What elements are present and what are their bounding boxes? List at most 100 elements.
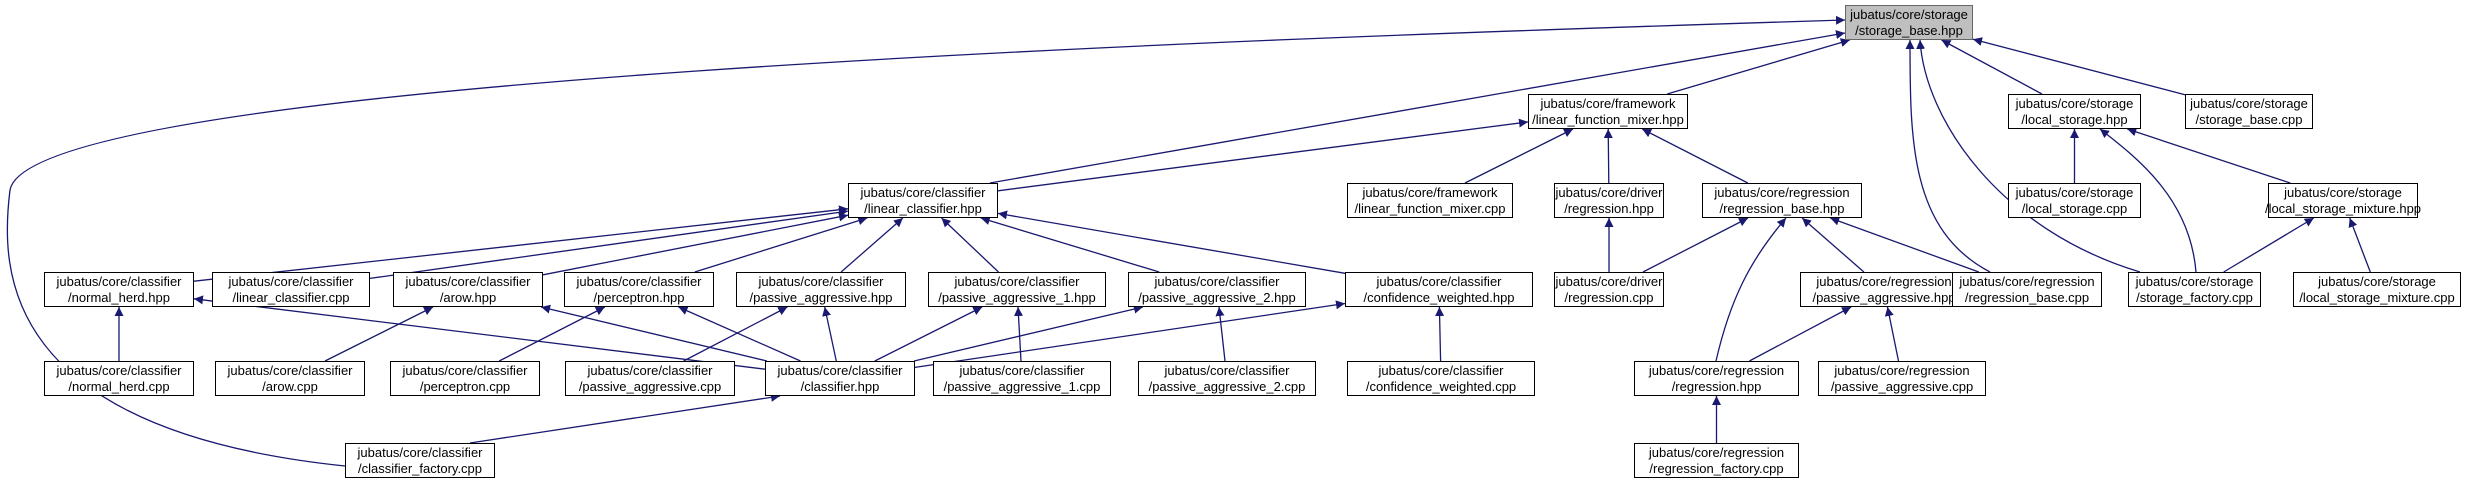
node-perceptron-hpp[interactable]: jubatus/core/classifier/perceptron.hpp — [564, 272, 714, 307]
node-path-line: jubatus/core/classifier — [587, 362, 713, 378]
node-confidence-weighted-cpp[interactable]: jubatus/core/classifier/confidence_weigh… — [1347, 361, 1535, 396]
node-file-line: /passive_aggressive.hpp — [749, 289, 893, 305]
node-path-line: jubatus/core/classifier — [405, 273, 531, 289]
node-regression-base-hpp[interactable]: jubatus/core/regression/regression_base.… — [1702, 183, 1862, 218]
edge-arow_cpp-to-arow_hpp — [324, 306, 434, 362]
node-driver-regression-cpp[interactable]: jubatus/core/driver/regression.cpp — [1554, 272, 1664, 307]
node-linear-classifier-cpp[interactable]: jubatus/core/classifier/linear_classifie… — [212, 272, 370, 307]
node-regression-hpp[interactable]: jubatus/core/regression/regression.hpp — [1634, 361, 1799, 396]
node-local-storage-mixture-hpp[interactable]: jubatus/core/storage/local_storage_mixtu… — [2264, 183, 2422, 218]
node-file-line: /local_storage.hpp — [2021, 111, 2128, 127]
edge-linear_classifier_hpp-to-storage_base_hpp — [989, 30, 1846, 184]
node-file-line: /perceptron.cpp — [419, 378, 511, 394]
node-file-line: /regression_factory.cpp — [1649, 460, 1784, 476]
node-arow-cpp[interactable]: jubatus/core/classifier/arow.cpp — [215, 361, 365, 396]
node-path-line: jubatus/core/classifier — [1154, 273, 1280, 289]
edge-storage_base_cpp-to-storage_base_hpp — [1972, 37, 2186, 96]
node-file-line: /arow.hpp — [439, 289, 497, 305]
edge-arow_hpp-to-linear_classifier_hpp — [542, 212, 849, 276]
node-file-line: /classifier_factory.cpp — [357, 460, 483, 476]
node-file-line: /local_storage.cpp — [2021, 200, 2128, 216]
node-file-line: /linear_classifier.cpp — [232, 289, 350, 305]
node-file-line: /linear_classifier.hpp — [864, 200, 982, 216]
edge-cl_passive_aggressive_cpp-to-cl_passive_aggressive_hpp — [683, 306, 788, 362]
node-passive-aggressive-2-hpp[interactable]: jubatus/core/classifier/passive_aggressi… — [1128, 272, 1306, 307]
node-file-line: /regression.hpp — [1671, 378, 1762, 394]
edge-linear_classifier_cpp-to-linear_classifier_hpp — [369, 207, 849, 280]
node-cl-passive-aggressive-hpp[interactable]: jubatus/core/classifier/passive_aggressi… — [736, 272, 906, 307]
node-path-line: jubatus/core/classifier — [1164, 362, 1290, 378]
edge-classifier_hpp-to-perceptron_hpp — [678, 306, 801, 362]
node-path-line: jubatus/core/classifier — [777, 362, 903, 378]
node-path-line: jubatus/core/classifier — [576, 273, 702, 289]
node-file-line: /passive_aggressive_2.cpp — [1148, 378, 1306, 394]
edge-classifier_hpp-to-cl_passive_aggressive_hpp — [822, 306, 837, 362]
node-rg-passive-aggressive-hpp[interactable]: jubatus/core/regression/passive_aggressi… — [1800, 272, 1968, 307]
node-arow-hpp[interactable]: jubatus/core/classifier/arow.hpp — [393, 272, 543, 307]
node-storage-factory-cpp[interactable]: jubatus/core/storage/storage_factory.cpp — [2128, 272, 2261, 307]
node-path-line: jubatus/core/storage — [2135, 273, 2254, 289]
node-path-line: jubatus/core/classifier — [1378, 362, 1504, 378]
node-storage-base-cpp[interactable]: jubatus/core/storage/storage_base.cpp — [2185, 94, 2313, 129]
node-path-line: jubatus/core/classifier — [860, 184, 986, 200]
node-file-line: /local_storage_mixture.cpp — [2299, 289, 2455, 305]
edge-rg_passive_aggressive_cpp-to-rg_passive_aggressive_hpp — [1884, 306, 1900, 362]
edge-classifier_hpp-to-passive_aggressive_2_hpp — [913, 304, 1144, 362]
node-file-line: /passive_aggressive.cpp — [578, 378, 722, 394]
node-regression-base-cpp[interactable]: jubatus/core/regression/regression_base.… — [1952, 272, 2102, 307]
edge-rg_passive_aggressive_hpp-to-regression_base_hpp — [1801, 217, 1865, 273]
node-passive-aggressive-1-hpp[interactable]: jubatus/core/classifier/passive_aggressi… — [928, 272, 1106, 307]
node-path-line: jubatus/core/storage — [2284, 184, 2402, 200]
edge-confidence_weighted_cpp-to-confidence_weighted_hpp — [1435, 306, 1445, 362]
edge-regression_base_cpp-to-storage_base_hpp — [1905, 39, 1991, 273]
edge-linear_classifier_hpp-to-fw_linear_function_mixer_hpp — [997, 118, 1529, 192]
node-linear-classifier-hpp[interactable]: jubatus/core/classifier/linear_classifie… — [848, 183, 998, 218]
node-classifier-factory-cpp[interactable]: jubatus/core/classifier/classifier_facto… — [345, 443, 495, 478]
edge-storage_factory_cpp-to-local_storage_mixture_hpp — [2223, 217, 2315, 273]
node-fw-linear-function-mixer-hpp[interactable]: jubatus/core/framework/linear_function_m… — [1528, 94, 1688, 129]
node-path-line: jubatus/core/classifier — [954, 273, 1080, 289]
node-classifier-hpp[interactable]: jubatus/core/classifier/classifier.hpp — [765, 361, 915, 396]
edge-passive_aggressive_1_cpp-to-passive_aggressive_1_hpp — [1014, 306, 1023, 362]
node-local-storage-cpp[interactable]: jubatus/core/storage/local_storage.cpp — [2008, 183, 2141, 218]
edge-local_storage_mixture_cpp-to-local_storage_mixture_hpp — [2348, 217, 2371, 273]
node-file-line: /passive_aggressive.cpp — [1830, 378, 1974, 394]
node-path-line: jubatus/core/regression — [1959, 273, 2095, 289]
node-file-line: /passive_aggressive_1.cpp — [943, 378, 1101, 394]
node-passive-aggressive-1-cpp[interactable]: jubatus/core/classifier/passive_aggressi… — [933, 361, 1111, 396]
edge-classifier_hpp-to-confidence_weighted_hpp — [914, 300, 1346, 369]
node-file-line: /storage_base.hpp — [1855, 22, 1963, 38]
edge-local_storage_hpp-to-storage_base_hpp — [1941, 39, 2043, 95]
node-file-line: /confidence_weighted.cpp — [1365, 378, 1517, 394]
node-passive-aggressive-2-cpp[interactable]: jubatus/core/classifier/passive_aggressi… — [1138, 361, 1316, 396]
edge-confidence_weighted_hpp-to-linear_classifier_hpp — [997, 210, 1346, 274]
node-file-line: /regression.hpp — [1564, 200, 1654, 216]
node-path-line: jubatus/core/driver — [1555, 184, 1663, 200]
node-file-line: /local_storage_mixture.hpp — [2264, 200, 2422, 216]
edge-classifier_hpp-to-normal_herd_hpp — [193, 295, 766, 370]
edge-classifier_factory_cpp-to-storage_base_hpp — [6, 15, 1846, 467]
edge-storage_factory_cpp-to-storage_base_hpp — [1916, 39, 2141, 273]
node-rg-passive-aggressive-cpp[interactable]: jubatus/core/regression/passive_aggressi… — [1818, 361, 1986, 396]
node-regression-factory-cpp[interactable]: jubatus/core/regression/regression_facto… — [1634, 443, 1799, 478]
node-local-storage-hpp[interactable]: jubatus/core/storage/local_storage.hpp — [2008, 94, 2141, 129]
node-file-line: /normal_herd.cpp — [68, 378, 170, 394]
node-path-line: jubatus/core/classifier — [228, 273, 354, 289]
node-normal-herd-cpp[interactable]: jubatus/core/classifier/normal_herd.cpp — [44, 361, 194, 396]
node-confidence-weighted-hpp[interactable]: jubatus/core/classifier/confidence_weigh… — [1345, 272, 1533, 307]
node-perceptron-cpp[interactable]: jubatus/core/classifier/perceptron.cpp — [390, 361, 540, 396]
node-local-storage-mixture-cpp[interactable]: jubatus/core/storage/local_storage_mixtu… — [2293, 272, 2461, 307]
node-fw-linear-function-mixer-cpp[interactable]: jubatus/core/framework/linear_function_m… — [1347, 183, 1513, 218]
node-path-line: jubatus/core/regression — [1834, 362, 1970, 378]
node-path-line: jubatus/core/framework — [1362, 184, 1498, 200]
edge-fw_linear_function_mixer_hpp-to-storage_base_hpp — [1667, 38, 1850, 95]
node-normal-herd-hpp[interactable]: jubatus/core/classifier/normal_herd.hpp — [44, 272, 194, 307]
node-driver-regression-hpp[interactable]: jubatus/core/driver/regression.hpp — [1554, 183, 1664, 218]
edge-driver_regression_hpp-to-fw_linear_function_mixer_hpp — [1603, 128, 1613, 184]
node-cl-passive-aggressive-cpp[interactable]: jubatus/core/classifier/passive_aggressi… — [565, 361, 735, 396]
node-path-line: jubatus/core/storage — [2190, 95, 2308, 111]
node-file-line: /confidence_weighted.hpp — [1363, 289, 1515, 305]
node-path-line: jubatus/core/classifier — [227, 362, 353, 378]
edge-normal_herd_hpp-to-linear_classifier_hpp — [193, 205, 849, 282]
